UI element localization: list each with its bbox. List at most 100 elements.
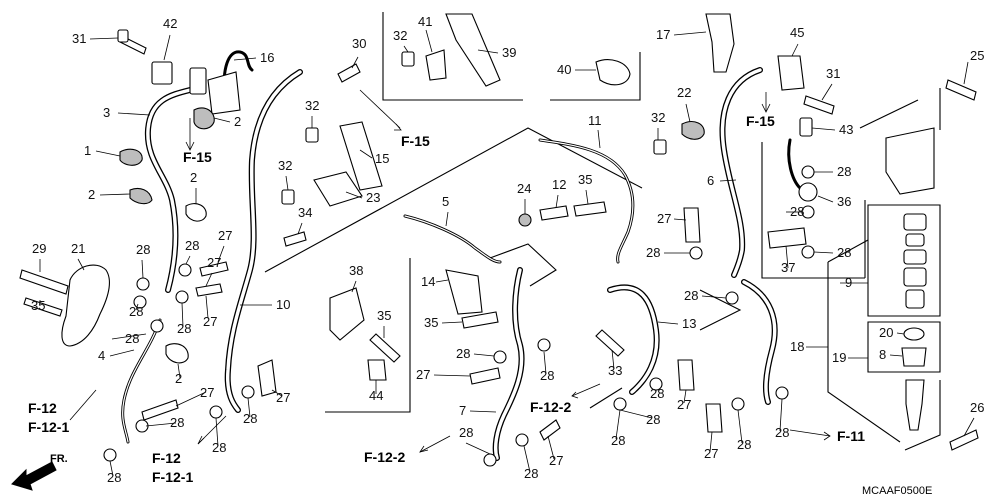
callout-27: 27 (416, 367, 430, 382)
callout-2: 2 (234, 114, 241, 129)
callout-4: 4 (98, 348, 105, 363)
callout-28: 28 (185, 238, 199, 253)
callout-35: 35 (424, 315, 438, 330)
callout-28: 28 (243, 411, 257, 426)
callout-28: 28 (790, 204, 804, 219)
callout-9: 9 (845, 275, 852, 290)
front-marker-label: FR. (50, 453, 68, 465)
callout-34: 34 (298, 205, 312, 220)
callout-39: 39 (502, 45, 516, 60)
callout-28: 28 (136, 242, 150, 257)
figure-ref-f-12-2[interactable]: F-12-2 (364, 449, 405, 465)
callout-28: 28 (129, 304, 143, 319)
figure-ref-f-15[interactable]: F-15 (746, 113, 775, 129)
callout-19: 19 (832, 350, 846, 365)
callout-28: 28 (540, 368, 554, 383)
callout-35: 35 (578, 172, 592, 187)
callout-40: 40 (557, 62, 571, 77)
callout-36: 36 (837, 194, 851, 209)
callout-27: 27 (677, 397, 691, 412)
callout-28: 28 (650, 386, 664, 401)
callout-45: 45 (790, 25, 804, 40)
callout-30: 30 (352, 36, 366, 51)
callout-27: 27 (276, 390, 290, 405)
callout-28: 28 (107, 470, 121, 485)
callout-35: 35 (377, 308, 391, 323)
callout-29: 29 (32, 241, 46, 256)
callout-6: 6 (707, 173, 714, 188)
figure-ref-f-15[interactable]: F-15 (401, 133, 430, 149)
callout-32: 32 (393, 28, 407, 43)
callout-42: 42 (163, 16, 177, 31)
callout-13: 13 (682, 316, 696, 331)
callout-31: 31 (72, 31, 86, 46)
callout-28: 28 (737, 437, 751, 452)
callout-7: 7 (459, 403, 466, 418)
frame-outlines (264, 12, 941, 451)
callout-11: 11 (588, 113, 602, 128)
callout-21: 21 (71, 241, 85, 256)
callout-28: 28 (456, 346, 470, 361)
callout-25: 25 (970, 48, 984, 63)
callout-38: 38 (349, 263, 363, 278)
callout-28: 28 (524, 466, 538, 481)
callout-41: 41 (418, 14, 432, 29)
brake-hoses (121, 67, 802, 461)
callout-5: 5 (442, 194, 449, 209)
callout-28: 28 (177, 321, 191, 336)
front-direction-marker: FR. (11, 453, 68, 491)
callout-32: 32 (305, 98, 319, 113)
callout-27: 27 (704, 446, 718, 461)
figure-ref-f-12[interactable]: F-12 (28, 400, 57, 416)
callout-28: 28 (646, 412, 660, 427)
callout-20: 20 (879, 325, 893, 340)
callout-37: 37 (781, 260, 795, 275)
callout-27: 27 (203, 314, 217, 329)
callout-27: 27 (207, 255, 221, 270)
callout-27: 27 (218, 228, 232, 243)
callout-23: 23 (366, 190, 380, 205)
figure-ref-f-12-2[interactable]: F-12-2 (530, 399, 571, 415)
callout-2: 2 (190, 170, 197, 185)
callout-24: 24 (517, 181, 531, 196)
callout-27: 27 (549, 453, 563, 468)
callout-31: 31 (826, 66, 840, 81)
callout-43: 43 (839, 122, 853, 137)
callout-28: 28 (646, 245, 660, 260)
diagram-code: MCAAF0500E (862, 485, 932, 497)
leader-lines (39, 29, 975, 477)
callout-28: 28 (837, 164, 851, 179)
callout-3: 3 (103, 105, 110, 120)
callout-18: 18 (790, 339, 804, 354)
callout-15: 15 (375, 151, 389, 166)
callout-28: 28 (611, 433, 625, 448)
callout-33: 33 (608, 363, 622, 378)
callout-28: 28 (684, 288, 698, 303)
callout-26: 26 (970, 400, 984, 415)
callout-28: 28 (459, 425, 473, 440)
callout-12: 12 (552, 177, 566, 192)
callout-14: 14 (421, 274, 435, 289)
callout-2: 2 (175, 371, 182, 386)
figure-ref-f-12[interactable]: F-12 (152, 450, 181, 466)
callout-32: 32 (278, 158, 292, 173)
figure-ref-f-11[interactable]: F-11 (837, 428, 865, 444)
callout-28: 28 (775, 425, 789, 440)
callout-35: 35 (31, 298, 45, 313)
parts (19, 13, 979, 467)
callout-8: 8 (879, 347, 886, 362)
figure-ref-f-12-1[interactable]: F-12-1 (28, 419, 69, 435)
callout-2: 2 (88, 187, 95, 202)
callout-27: 27 (657, 211, 671, 226)
figure-references: F-15F-15F-15F-12F-12-1F-12-2F-12F-12-1F-… (28, 113, 865, 485)
callout-10: 10 (276, 297, 290, 312)
callout-32: 32 (651, 110, 665, 125)
callout-28: 28 (125, 331, 139, 346)
callout-22: 22 (677, 85, 691, 100)
callout-44: 44 (369, 388, 383, 403)
figure-ref-f-15[interactable]: F-15 (183, 149, 212, 165)
callout-28: 28 (170, 415, 184, 430)
figure-ref-f-12-1[interactable]: F-12-1 (152, 469, 193, 485)
